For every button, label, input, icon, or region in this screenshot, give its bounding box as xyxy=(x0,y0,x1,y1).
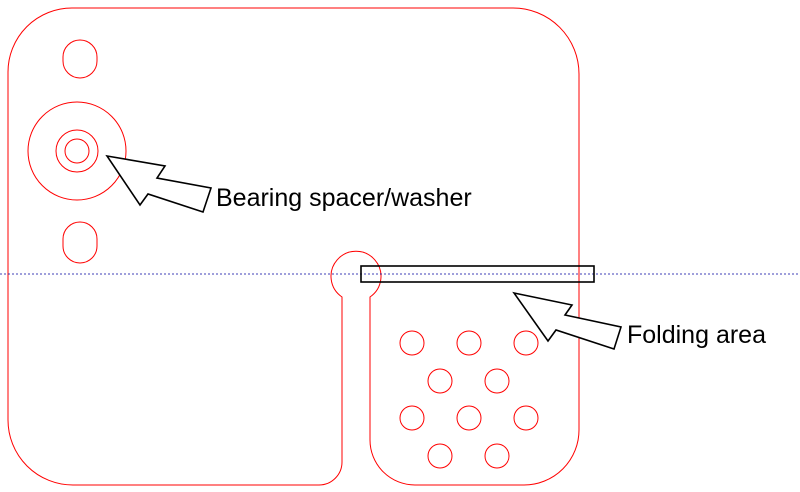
top-slot xyxy=(62,39,98,79)
bearing-inner-circle xyxy=(64,138,90,164)
tab-hole xyxy=(427,368,453,394)
arrow-pointing-to-fold-icon xyxy=(512,291,623,351)
part-outline xyxy=(7,7,580,486)
folding-area-label: Folding area xyxy=(627,321,766,349)
tab-hole xyxy=(399,330,425,356)
tab-hole xyxy=(484,443,510,469)
tab-hole xyxy=(427,443,453,469)
bearing-outer-circle xyxy=(27,101,127,201)
bearing-middle-circle xyxy=(55,129,99,173)
tab-hole xyxy=(456,405,482,431)
arrow-pointing-to-bearing-icon xyxy=(105,154,213,214)
tab-hole xyxy=(513,405,539,431)
tab-hole xyxy=(399,405,425,431)
tab-hole xyxy=(456,330,482,356)
bearing-label: Bearing spacer/washer xyxy=(216,184,472,212)
folding-area-box xyxy=(360,265,595,283)
bottom-slot xyxy=(62,221,98,264)
tab-hole xyxy=(513,330,539,356)
tab-hole xyxy=(484,368,510,394)
